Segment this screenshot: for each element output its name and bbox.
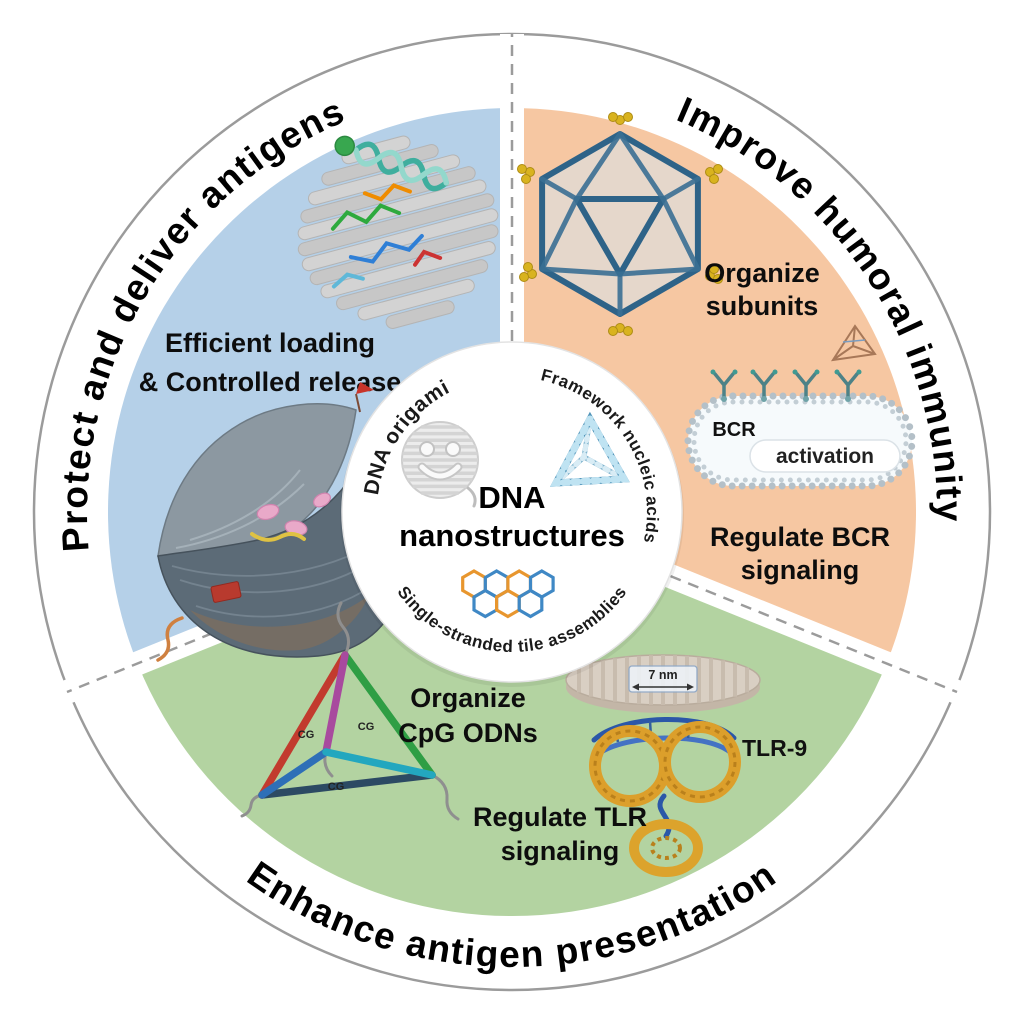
framework-tetrahedron-icon (549, 411, 630, 487)
tile-lattice-icon (461, 569, 555, 619)
yellow-strand (250, 532, 306, 542)
tlr9-complex-illustration: 7 nm TLR-9 (565, 654, 807, 877)
dna-loop (657, 793, 672, 839)
arrowhead-right-icon (687, 683, 694, 691)
cargo-strands (330, 183, 443, 289)
tetrahedron-edges (258, 651, 436, 799)
center-title-line2: nanostructures (399, 518, 625, 553)
improve-regulate-line2: signaling (741, 555, 860, 585)
improve-organize-line2: subunits (706, 291, 819, 321)
dna-origami-boat-illustration (156, 382, 406, 662)
pink-cargo-blob (256, 503, 280, 521)
pink-cargo-blob (313, 492, 331, 508)
size-callout-box (628, 665, 698, 693)
improve-regulate-line1: Regulate BCR (710, 522, 890, 552)
smiley-mouth (419, 464, 461, 479)
icosahedron-illustration (517, 112, 723, 336)
smiley-tail-strand (466, 486, 477, 508)
center-title-line1: DNA (478, 480, 545, 515)
smiley-origami-icon (401, 421, 479, 508)
tlr9-lower-domain (629, 819, 703, 877)
red-cargo-block (210, 581, 242, 603)
red-flag-icon (356, 382, 374, 394)
cpg-dna-strand (595, 735, 733, 757)
antigen-clusters (517, 112, 723, 336)
cg-motif-label: CG (328, 781, 345, 793)
bcr-membrane-illustration: BCR activation (684, 324, 916, 490)
smiley-eye (445, 441, 461, 457)
orange-strand (156, 616, 184, 662)
helix-antigen-icon (334, 135, 449, 192)
bcr-receptors (710, 369, 862, 402)
enhance-regulate-line1: Regulate TLR (473, 802, 647, 832)
flag-pole (355, 393, 361, 413)
enhance-regulate-line2: signaling (501, 836, 620, 866)
cpg-tetrahedron-illustration: CG CG CG (240, 601, 460, 821)
bcr-label: BCR (712, 419, 756, 441)
smiley-eye (419, 441, 435, 457)
activation-label: activation (776, 445, 874, 468)
size-label: 7 nm (648, 668, 677, 682)
activation-pill (749, 439, 901, 473)
improve-organize-line1: Organize (704, 258, 820, 288)
protect-caption-line1: Efficient loading (165, 328, 375, 358)
arrowhead-left-icon (632, 683, 639, 691)
tlr9-label: TLR-9 (742, 735, 807, 761)
cg-motif-label: CG (358, 721, 375, 733)
wireframe-antigen-icon (830, 324, 877, 362)
enhance-organize-line1: Organize (410, 683, 526, 713)
cg-motif-label: CG (298, 729, 315, 741)
enhance-organize-line2: CpG ODNs (398, 718, 538, 748)
